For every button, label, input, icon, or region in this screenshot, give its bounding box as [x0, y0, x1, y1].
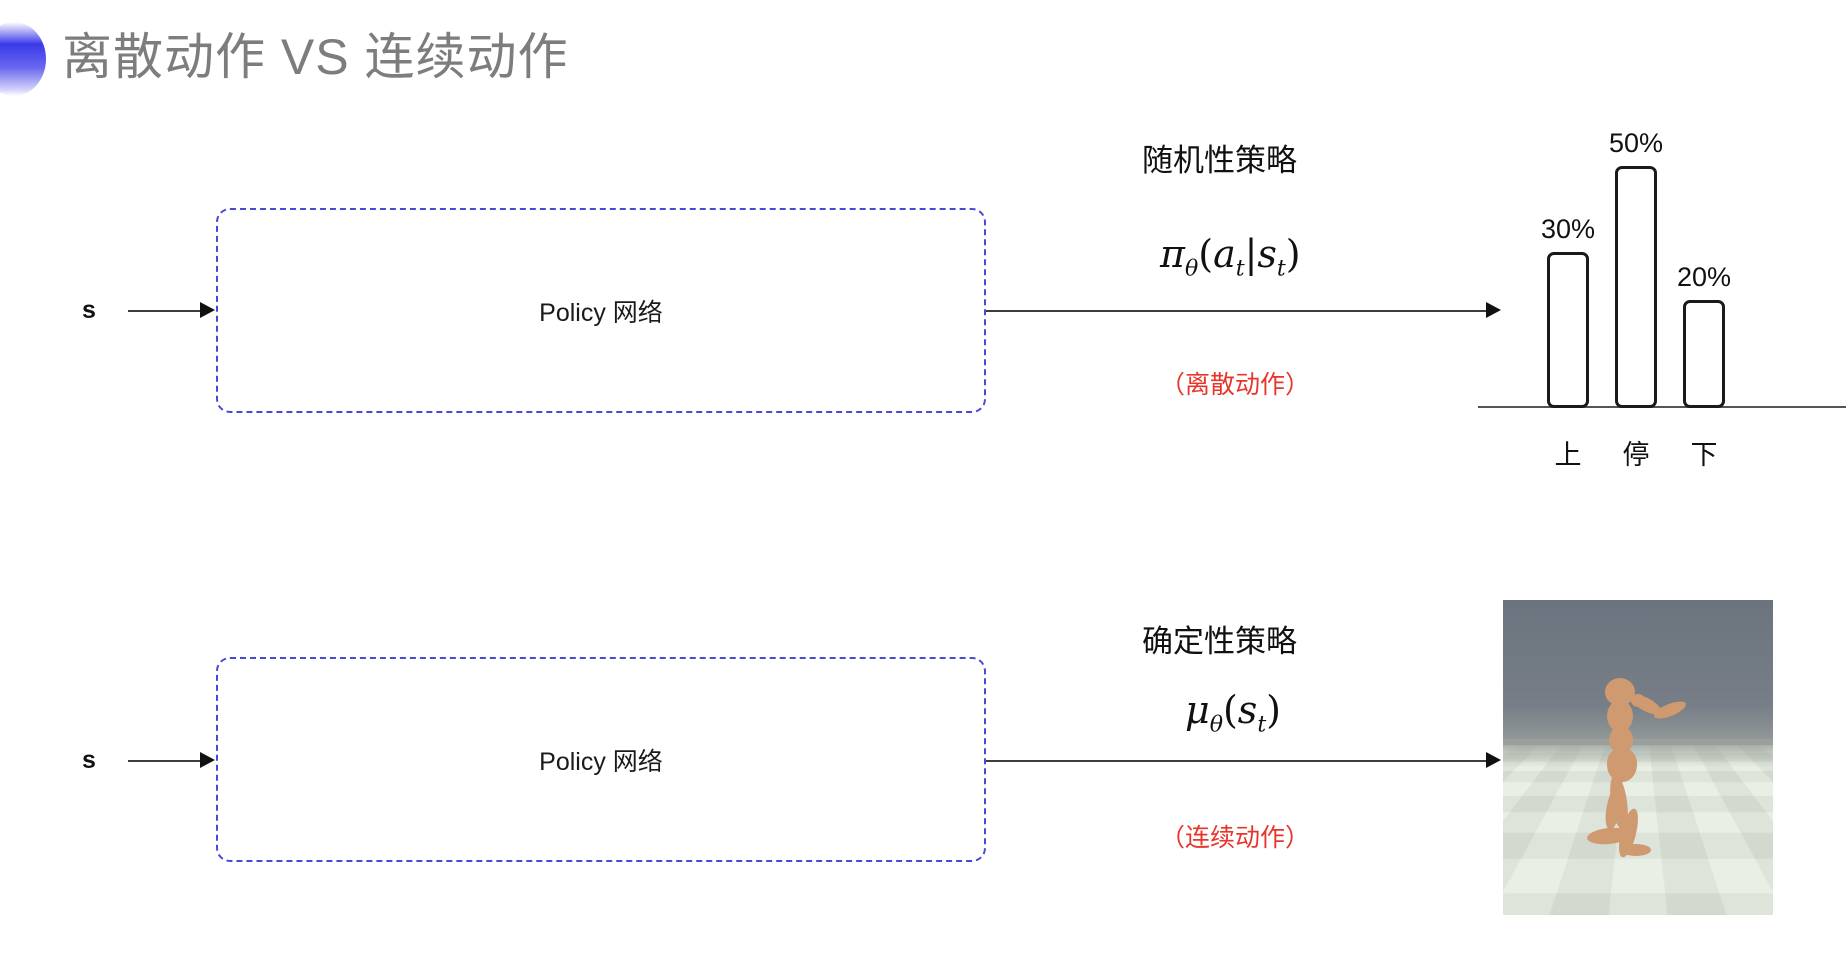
policy-network-label-top: Policy 网络 [539, 298, 663, 327]
bar-1 [1615, 166, 1657, 408]
output-arrow-line-top [986, 310, 1486, 312]
bar-2 [1683, 300, 1725, 408]
formula-close-paren: ) [1285, 232, 1301, 276]
sim-horizon-haze [1503, 738, 1773, 767]
formula-fn-mu: μ [1185, 688, 1210, 732]
humanoid-figure [1581, 678, 1701, 868]
deterministic-policy-formula: μθ(st) [1185, 688, 1281, 738]
bar-value-2: 20% [1676, 262, 1732, 292]
sim-sky [1503, 600, 1773, 752]
bar-0 [1547, 252, 1589, 408]
title-bullet-icon [0, 22, 46, 96]
output-arrow-head-top [1486, 302, 1501, 318]
bar-category-2: 下 [1690, 440, 1718, 470]
state-label-bottom: s [82, 746, 96, 774]
formula-arg2-sub: t [1276, 256, 1286, 282]
formula-bar: | [1244, 232, 1258, 276]
policy-network-box-bottom[interactable]: Policy 网络 [216, 657, 986, 862]
action-note-discrete: （离散动作） [1160, 371, 1311, 399]
state-arrow-line-top [128, 310, 200, 312]
formula-arg1: a [1213, 232, 1236, 276]
action-probability-bar-chart: 30% 上 50% 停 20% 下 [1470, 100, 1846, 470]
policy-network-label-bottom: Policy 网络 [539, 747, 663, 776]
humanoid-hand [1631, 694, 1645, 707]
bar-value-0: 30% [1540, 214, 1596, 244]
state-label-top: s [82, 296, 96, 324]
humanoid-arm-lower [1651, 698, 1689, 722]
formula-open-paren: ( [1198, 232, 1214, 276]
bar-value-1: 50% [1608, 128, 1664, 158]
formula-fn: π [1160, 232, 1185, 276]
output-arrow-line-bottom [986, 760, 1486, 762]
humanoid-simulation-image [1503, 600, 1773, 915]
formula-sub: θ [1184, 256, 1199, 282]
policy-kind-bottom: 确定性策略 [1142, 624, 1297, 659]
formula-close-paren-mu: ) [1266, 688, 1281, 732]
formula-arg1-sub-mu: t [1257, 712, 1267, 738]
state-arrow-head-bottom [200, 752, 215, 768]
page-title: 离散动作 VS 连续动作 [62, 29, 569, 85]
state-arrow-head-top [200, 302, 215, 318]
output-arrow-head-bottom [1486, 752, 1501, 768]
formula-arg1-sub: t [1235, 256, 1245, 282]
policy-kind-top: 随机性策略 [1142, 143, 1297, 178]
humanoid-foot [1621, 844, 1651, 856]
chart-baseline-axis [1478, 406, 1846, 408]
action-note-continuous: （连续动作） [1160, 824, 1311, 852]
formula-open-paren-mu: ( [1222, 688, 1238, 732]
bar-category-0: 上 [1554, 440, 1582, 470]
formula-arg2: s [1257, 232, 1277, 276]
bar-category-1: 停 [1622, 440, 1650, 470]
formula-arg1-mu: s [1237, 688, 1258, 732]
state-arrow-line-bottom [128, 760, 200, 762]
formula-sub-mu: θ [1209, 712, 1223, 738]
policy-network-box-top[interactable]: Policy 网络 [216, 208, 986, 413]
stochastic-policy-formula: πθ(at|st) [1160, 232, 1301, 282]
